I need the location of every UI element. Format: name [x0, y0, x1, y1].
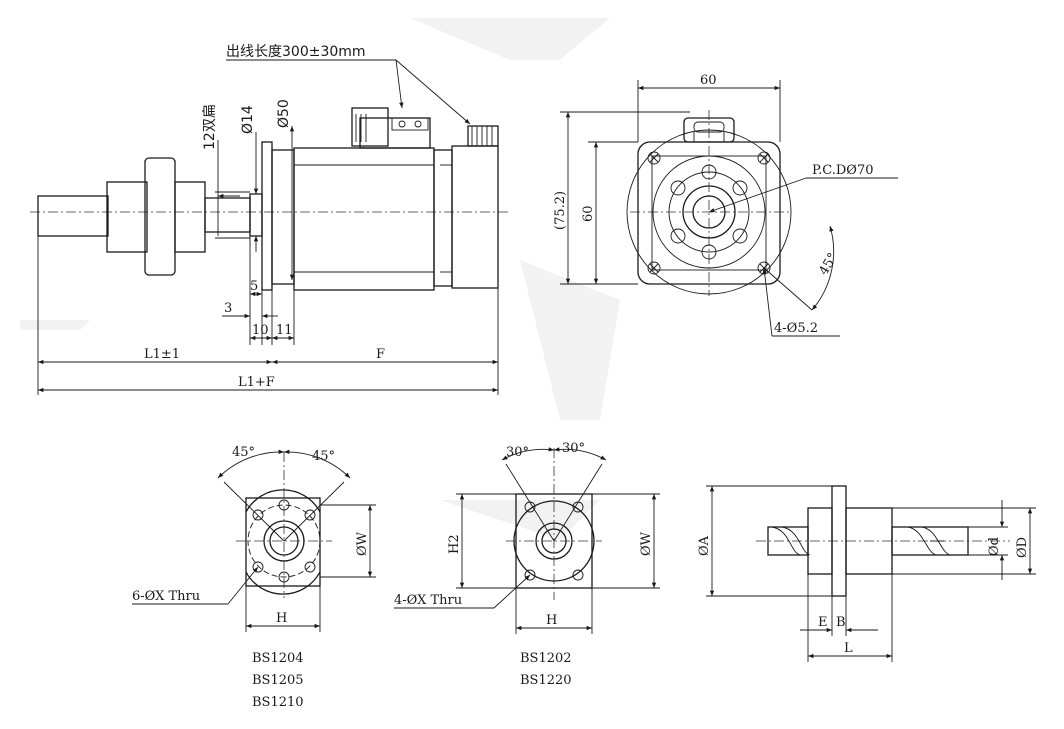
dim-3-label: 3 [224, 301, 232, 316]
nut-four-hole-view [506, 448, 602, 600]
nut4-h2-label: H2 [447, 534, 462, 554]
nut6-w-label: ØW [355, 531, 370, 556]
l1-label: L1±1 [144, 347, 180, 362]
nut6-holes-label: 6-ØX Thru [132, 589, 200, 604]
nut4-h-label: H [546, 613, 557, 628]
side-l-label: L [844, 641, 853, 656]
dim-11-label: 11 [276, 323, 293, 338]
motor-side-view [30, 107, 510, 291]
nut4-model-2: BS1220 [520, 673, 572, 688]
side-b-label: B [836, 615, 846, 630]
nut6-model-1: BS1204 [252, 651, 304, 666]
motor-side-dimensions: 出线长度300±30mm 12双扁 Ø14 Ø50 5 3 10 11 L1±1… [37, 44, 499, 395]
nut6-model-2: BS1205 [252, 673, 304, 688]
nut4-model-1: BS1202 [520, 651, 572, 666]
dim-10-label: 10 [252, 323, 269, 338]
motor-front-view [626, 110, 792, 296]
front-width-label: 60 [700, 73, 717, 88]
nut6-h-label: H [276, 611, 287, 626]
front-height-60-label: 60 [581, 205, 596, 222]
nut-six-hole-dimensions: 45° 45° ØW H 6-ØX Thru BS1204 BS1205 BS1… [132, 445, 376, 710]
nut4-w-label: ØW [639, 531, 654, 556]
f-label: F [376, 347, 385, 362]
nut6-angle-left-label: 45° [232, 445, 255, 460]
front-holes-label: 4-Ø5.2 [774, 321, 818, 336]
dim-5-label: 5 [250, 279, 258, 294]
d50-label: Ø50 [276, 99, 292, 128]
nut4-angle-right-label: 30° [562, 441, 585, 456]
nut-six-hole-view [236, 452, 332, 598]
side-d-large-label: ØD [1015, 537, 1030, 558]
flat-label: 12双扁 [202, 104, 218, 150]
nut-side-view [756, 485, 1010, 597]
nut-four-hole-dimensions: 30° 30° ØW H2 H 4-ØX Thru BS1202 BS1220 [394, 441, 660, 688]
pcd-label: P.C.DØ70 [812, 163, 873, 178]
l1f-label: L1+F [238, 375, 275, 390]
nut4-holes-label: 4-ØX Thru [394, 593, 462, 608]
side-a-label: ØA [697, 535, 712, 556]
d14-label: Ø14 [240, 105, 256, 134]
front-angle-label: 45° [816, 251, 841, 278]
nut-side-dimensions: ØA Ød ØD E B L [697, 485, 1036, 662]
front-height-752-label: (75.2) [553, 191, 568, 230]
nut6-model-3: BS1210 [252, 695, 304, 710]
lead-length-label: 出线长度300±30mm [226, 44, 366, 60]
nut6-angle-right-label: 45° [312, 449, 335, 464]
side-e-label: E [818, 615, 828, 630]
side-d-small-label: Ød [987, 537, 1002, 556]
nut4-angle-left-label: 30° [506, 445, 529, 460]
